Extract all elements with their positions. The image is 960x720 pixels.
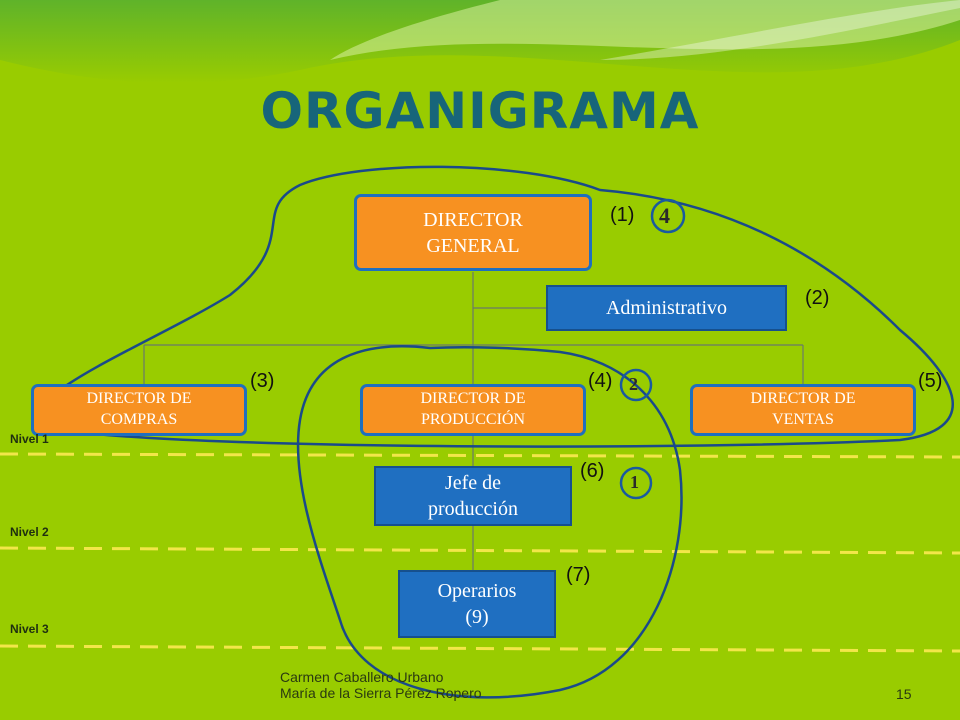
node-director-produccion-line2: PRODUCCIÓN	[420, 411, 525, 428]
node-director-ventas-line1: DIRECTOR DE	[750, 390, 856, 408]
level-line-1	[0, 452, 960, 459]
node-operarios-line2: (9)	[465, 606, 489, 628]
circled-number-4: 4	[659, 203, 670, 228]
level-label-2: Nivel 2	[10, 525, 49, 539]
node-jefe-produccion-line1: Jefe de	[444, 472, 502, 494]
production-ellipse	[296, 345, 683, 699]
footer-author-1: Carmen Caballero Urbano	[280, 669, 444, 685]
circle-num-1	[619, 466, 653, 500]
node-director-compras: DIRECTOR DE COMPRAS	[31, 384, 247, 436]
level-line-3	[0, 644, 960, 653]
slide-title: ORGANIGRAMA	[260, 82, 700, 140]
annotation-4: (4)	[588, 370, 613, 392]
node-administrativo: Administrativo	[546, 285, 787, 331]
annotation-3: (3)	[250, 370, 275, 392]
node-jefe-produccion: Jefe de producción	[374, 466, 572, 526]
node-operarios-line1: Operarios	[437, 580, 517, 602]
circle-num-4	[650, 198, 686, 234]
page-number: 15	[896, 686, 912, 702]
circle-num-2	[619, 368, 653, 402]
annotation-7: (7)	[566, 564, 591, 586]
node-jefe-produccion-line2: producción	[428, 498, 518, 520]
node-operarios: Operarios (9)	[398, 570, 556, 638]
level-label-1: Nivel 1	[10, 432, 49, 446]
annotation-1: (1)	[610, 204, 635, 226]
level-label-3: Nivel 3	[10, 622, 49, 636]
node-director-general-line2: GENERAL	[426, 234, 520, 257]
annotation-6: (6)	[580, 460, 605, 482]
node-director-ventas: DIRECTOR DE VENTAS	[690, 384, 916, 436]
top-wave-highlight-2	[600, 0, 960, 60]
node-director-general-line1: DIRECTOR	[423, 208, 523, 231]
footer-authors: Carmen Caballero Urbano María de la Sier…	[280, 669, 482, 701]
node-director-produccion-line1: DIRECTOR DE	[420, 390, 526, 408]
node-director-produccion: DIRECTOR DE PRODUCCIÓN	[360, 384, 586, 436]
level-line-2	[0, 546, 960, 555]
footer-author-2: María de la Sierra Pérez Ropero	[280, 685, 482, 701]
node-director-compras-line1: DIRECTOR DE	[86, 390, 192, 408]
circled-number-2: 2	[629, 374, 638, 394]
node-director-ventas-line2: VENTAS	[772, 411, 834, 428]
top-management-ellipse	[38, 165, 955, 448]
top-wave-highlight	[330, 0, 960, 60]
circled-number-1: 1	[630, 472, 639, 492]
annotation-5: (5)	[918, 370, 943, 392]
annotation-2: (2)	[805, 287, 830, 309]
node-director-general: DIRECTOR GENERAL	[354, 194, 592, 271]
node-director-compras-line2: COMPRAS	[100, 411, 178, 428]
